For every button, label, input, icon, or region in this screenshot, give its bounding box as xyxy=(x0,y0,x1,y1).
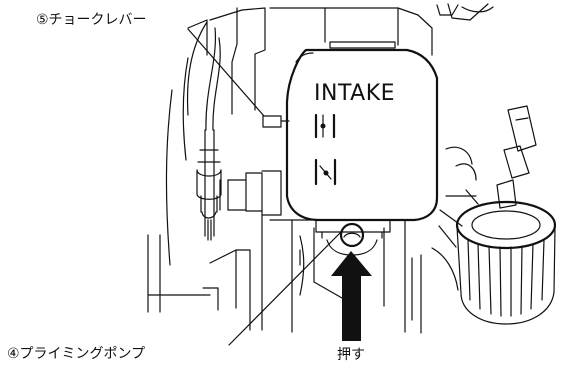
fuel-hose xyxy=(196,129,222,241)
intake-markings: INTAKE xyxy=(314,81,395,186)
primer-pump-label: ④プライミングポンプ xyxy=(5,346,148,362)
engine-background-lines xyxy=(147,3,494,334)
right-side-knob xyxy=(496,105,537,209)
choke-lever-label: ⑤チョークレバー xyxy=(34,12,149,28)
choke-lever-area xyxy=(219,115,290,216)
push-label: 押す xyxy=(335,347,367,363)
oil-cap xyxy=(455,200,557,325)
primer-pump-bulb xyxy=(339,222,365,248)
push-arrow xyxy=(331,251,372,341)
leader-lines xyxy=(187,28,342,346)
choke-open-icon xyxy=(314,113,336,139)
choke-closed-icon xyxy=(314,158,337,186)
intake-label: INTAKE xyxy=(314,81,395,106)
